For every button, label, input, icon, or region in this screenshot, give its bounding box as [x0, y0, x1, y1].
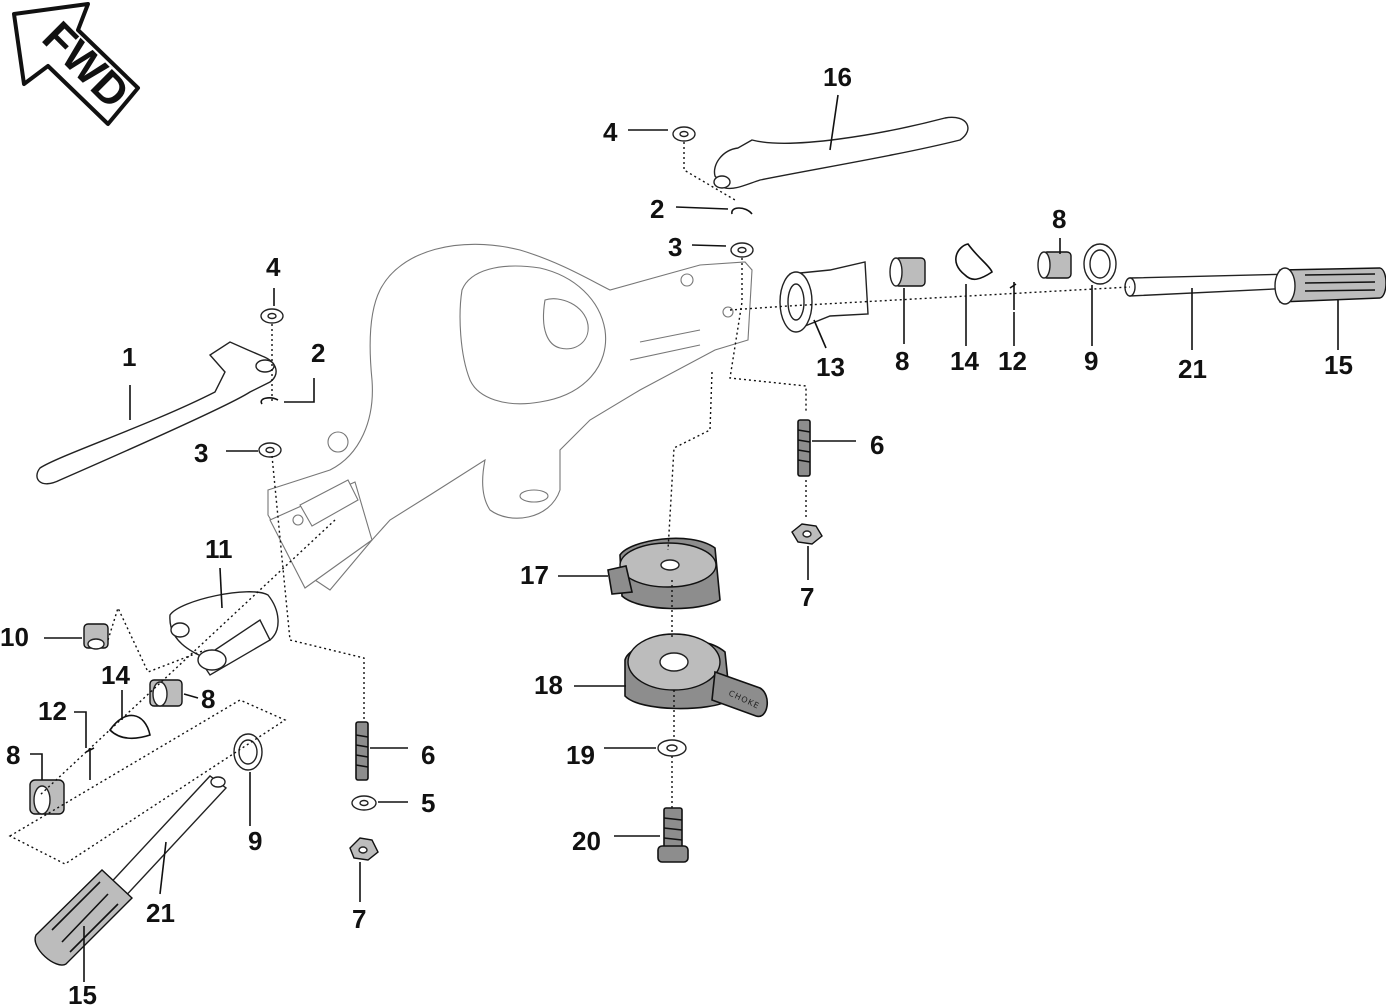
label-18: 18	[534, 670, 563, 700]
label-12-right: 12	[998, 346, 1027, 376]
label-12-left: 12	[38, 696, 67, 726]
label-7-left: 7	[352, 904, 366, 934]
part-labels: 1 2 3 4 16 4 2 3 8 13 8 14 12 9 21 15 6 …	[0, 62, 1353, 1006]
label-16: 16	[823, 62, 852, 92]
label-19: 19	[566, 740, 595, 770]
label-15-right: 15	[1324, 350, 1353, 380]
label-8-right-top: 8	[1052, 204, 1066, 234]
label-17: 17	[520, 560, 549, 590]
assembly-lines	[8, 142, 1131, 865]
label-2-left: 2	[311, 338, 325, 368]
leader-lines	[30, 94, 1339, 982]
label-9-left: 9	[248, 826, 262, 856]
label-10: 10	[0, 622, 29, 652]
label-4-left: 4	[266, 252, 281, 282]
left-throttle-parts	[29, 591, 279, 966]
label-21-right: 21	[1178, 354, 1207, 384]
right-throttle-parts	[779, 243, 1386, 333]
fwd-arrow-icon: FWD	[12, 2, 140, 126]
label-9-right: 9	[1084, 346, 1098, 376]
label-21-left: 21	[146, 898, 175, 928]
throttle-housing-parts: CHOKE	[607, 537, 768, 863]
label-2-right: 2	[650, 194, 664, 224]
left-brake-lever	[36, 341, 277, 485]
label-4-right: 4	[603, 117, 618, 147]
label-7-right: 7	[800, 582, 814, 612]
right-stud-nut	[791, 419, 823, 545]
label-8-left-lower: 8	[6, 740, 20, 770]
label-6-right: 6	[870, 430, 884, 460]
label-6-left: 6	[421, 740, 435, 770]
label-5: 5	[421, 788, 435, 818]
label-13: 13	[816, 352, 845, 382]
label-15-left: 15	[68, 980, 97, 1006]
label-3-left: 3	[194, 438, 208, 468]
label-3-right: 3	[668, 232, 682, 262]
label-14-left: 14	[101, 660, 130, 690]
label-8-right: 8	[895, 346, 909, 376]
right-brake-lever	[713, 116, 969, 190]
left-stud-nut	[349, 721, 379, 861]
label-8-left-upper: 8	[201, 684, 215, 714]
label-14-right: 14	[950, 346, 979, 376]
handlebar-body	[267, 243, 753, 591]
label-11: 11	[205, 534, 233, 564]
label-20: 20	[572, 826, 601, 856]
label-1: 1	[122, 342, 136, 372]
small-parts	[258, 126, 754, 458]
